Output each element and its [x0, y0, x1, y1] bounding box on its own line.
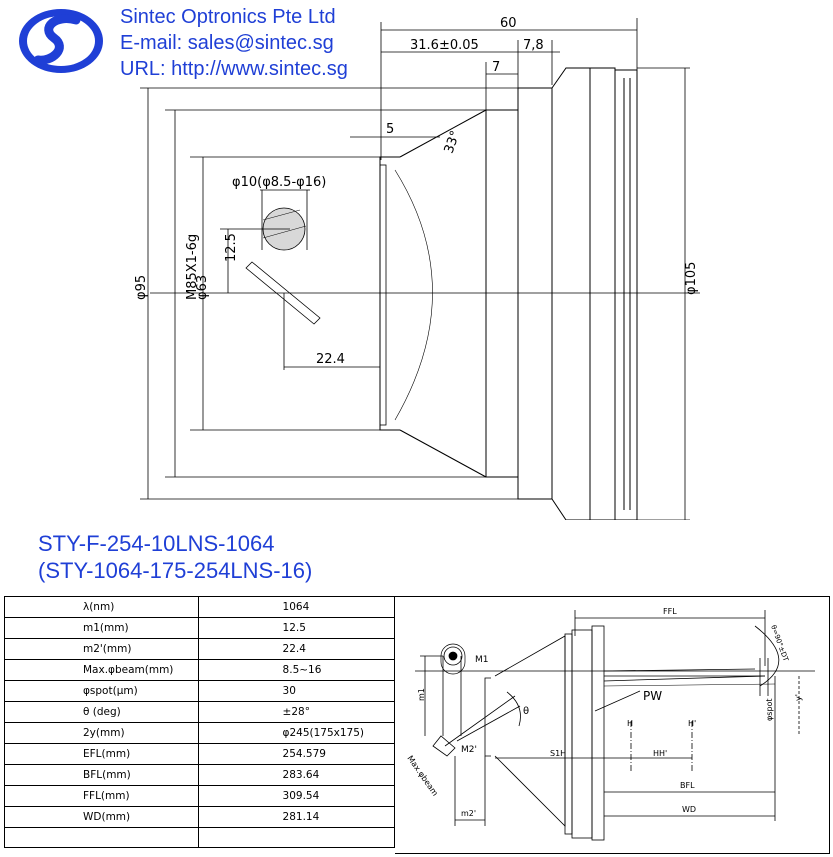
table-row: θ (deg)±28° [4, 701, 396, 723]
table-row: m1(mm)12.5 [4, 617, 396, 639]
table-row: φspot(μm)30 [4, 680, 396, 702]
table-row: λ(nm)1064 [4, 596, 396, 618]
beam-diameter-label: φ10(φ8.5-φ16) [232, 175, 326, 190]
spec-label: BFL(mm) [4, 764, 199, 786]
schem-wd: WD [682, 805, 696, 814]
spec-value: 8.5~16 [197, 659, 396, 681]
spec-label: FFL(mm) [4, 785, 199, 807]
schem-hh: HH' [653, 749, 667, 758]
schematic-frame [395, 596, 830, 854]
schem-m2-dim: m2' [461, 809, 476, 818]
lens-mechanical-drawing: 60 31.6±0.05 7,8 7 5 33° φ95 M85X1-6g φ6… [134, 16, 700, 520]
model-number-primary: STY-F-254-10LNS-1064 [38, 531, 275, 556]
optical-schematic: FFL M1 m1 M2' Max.φbeam θ m2' PW H H' S1… [405, 607, 815, 841]
model-number: STY-F-254-10LNS-1064 (STY-1064-175-254LN… [38, 530, 312, 584]
spec-label: φspot(μm) [4, 680, 199, 702]
spec-value: φ245(175x175) [197, 722, 396, 744]
schem-m1-dim: m1 [417, 688, 426, 701]
schem-theta: θ [523, 706, 529, 717]
company-header: Sintec Optronics Pte Ltd E-mail: sales@s… [0, 0, 360, 85]
spec-value: 283.64 [197, 764, 396, 786]
dim-7-8: 7,8 [523, 38, 544, 53]
dim-dia-105: φ105 [684, 262, 699, 295]
dim-m1: 12.5 [224, 233, 239, 262]
table-row: BFL(mm)283.64 [4, 764, 396, 786]
company-name: Sintec Optronics Pte Ltd [120, 6, 336, 28]
spec-label: 2y(mm) [4, 722, 199, 744]
spec-label: λ(nm) [4, 596, 199, 618]
model-number-alternate: (STY-1064-175-254LNS-16) [38, 558, 313, 583]
schem-spot: φspot [765, 698, 774, 721]
spec-value: ±28° [197, 701, 396, 723]
spec-value: 30 [197, 680, 396, 702]
spec-label: m1(mm) [4, 617, 199, 639]
table-row: WD(mm)281.14 [4, 806, 396, 828]
spec-value: 281.14 [197, 806, 396, 828]
spec-label: Max.φbeam(mm) [4, 659, 199, 681]
spec-label [4, 826, 199, 849]
spec-label: WD(mm) [4, 806, 199, 828]
table-row: m2'(mm)22.4 [4, 638, 396, 660]
dim-thread: M85X1-6g [185, 234, 200, 300]
schem-pw: PW [643, 689, 662, 703]
schem-h-prime: H' [688, 719, 696, 728]
angle-33: 33° [442, 129, 464, 156]
table-row [4, 826, 396, 849]
schem-ffl: FFL [663, 607, 677, 616]
schem-bfl: BFL [680, 781, 695, 790]
spec-value: 254.579 [197, 743, 396, 765]
spec-table: λ(nm)1064 m1(mm)12.5 m2'(mm)22.4 Max.φbe… [4, 596, 396, 849]
spec-value: 12.5 [197, 617, 396, 639]
schem-s1h: S1H [550, 749, 566, 758]
schem-m2: M2' [461, 745, 477, 755]
spec-value: 309.54 [197, 785, 396, 807]
dim-overall-length: 60 [500, 16, 517, 31]
table-row: FFL(mm)309.54 [4, 785, 396, 807]
dim-focus-offset: 31.6±0.05 [410, 38, 479, 53]
schem-max-beam: Max.φbeam [405, 754, 439, 798]
dim-7: 7 [492, 60, 500, 75]
schem-y: y' [794, 694, 803, 701]
schem-h: H [627, 719, 633, 728]
spec-label: m2'(mm) [4, 638, 199, 660]
spec-label: EFL(mm) [4, 743, 199, 765]
schem-m1: M1 [475, 655, 489, 665]
table-row: 2y(mm)φ245(175x175) [4, 722, 396, 744]
dim-dia-95: φ95 [134, 275, 149, 300]
spec-value: 1064 [197, 596, 396, 618]
dim-dia-63: φ63 [195, 275, 210, 300]
dim-5: 5 [386, 122, 394, 137]
table-row: Max.φbeam(mm)8.5~16 [4, 659, 396, 681]
dim-m2: 22.4 [316, 352, 345, 367]
table-row: EFL(mm)254.579 [4, 743, 396, 765]
spec-value: 22.4 [197, 638, 396, 660]
spec-label: θ (deg) [4, 701, 199, 723]
spec-value [197, 826, 396, 849]
company-logo-icon [19, 9, 103, 73]
company-email: E-mail: sales@sintec.sg [120, 32, 334, 54]
company-url[interactable]: URL: http://www.sintec.sg [120, 58, 348, 80]
